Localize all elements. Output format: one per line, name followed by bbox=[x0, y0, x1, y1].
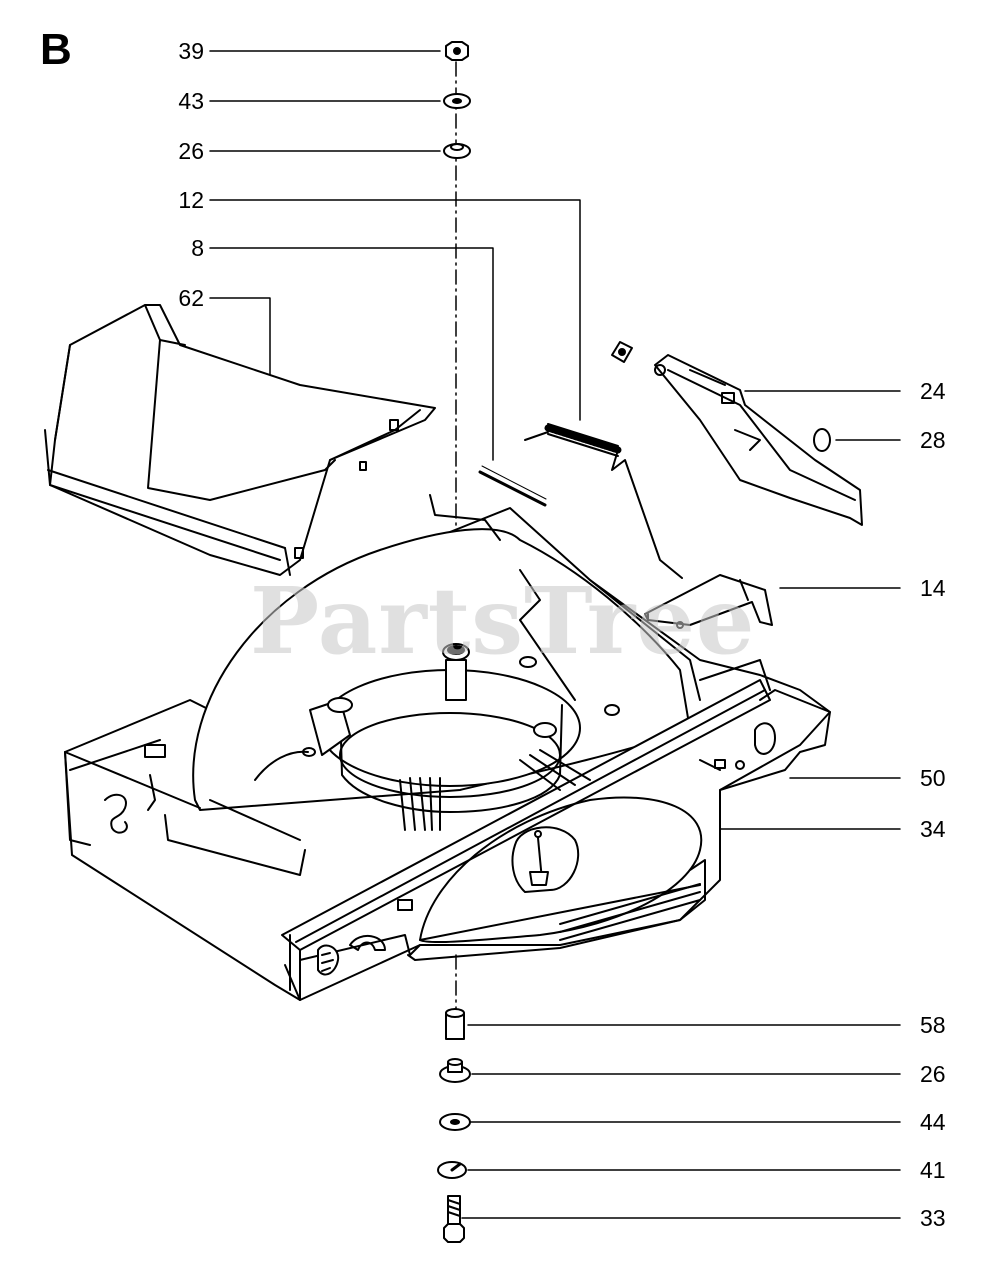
callout-34: 34 bbox=[920, 816, 946, 842]
bolt-part-33 bbox=[443, 1195, 465, 1243]
deck-housing-part-50 bbox=[64, 494, 831, 1001]
leader-lines-left bbox=[209, 50, 581, 461]
callout-50: 50 bbox=[920, 765, 946, 791]
rod-part-8 bbox=[478, 465, 547, 507]
spring-part-12 bbox=[524, 423, 683, 579]
callout-8: 8 bbox=[191, 235, 204, 261]
callout-14: 14 bbox=[920, 575, 946, 601]
washer-part-26-top bbox=[443, 143, 471, 159]
callout-41: 41 bbox=[920, 1157, 946, 1183]
callout-24: 24 bbox=[920, 378, 946, 404]
callout-28: 28 bbox=[920, 427, 946, 453]
chute-lever-part-24 bbox=[654, 354, 863, 526]
section-label: B bbox=[40, 25, 72, 74]
callout-33: 33 bbox=[920, 1205, 946, 1231]
callout-58: 58 bbox=[920, 1012, 946, 1038]
callout-26-top: 26 bbox=[178, 138, 204, 164]
bracket-part-14 bbox=[644, 574, 773, 629]
washer-part-26-bottom bbox=[439, 1058, 471, 1083]
callout-39: 39 bbox=[178, 38, 204, 64]
lock-washer-part-41 bbox=[437, 1161, 467, 1179]
watermark-text: PartsTree bbox=[250, 567, 756, 675]
leader-lines-right bbox=[461, 390, 901, 1219]
washer-part-43 bbox=[443, 93, 471, 109]
washer-part-44 bbox=[439, 1113, 471, 1131]
spacer-part-58 bbox=[445, 1008, 465, 1040]
rear-flap-part-62 bbox=[44, 304, 436, 576]
callout-12: 12 bbox=[178, 187, 204, 213]
small-bushing-part bbox=[611, 341, 633, 363]
washer-part-28 bbox=[813, 428, 831, 452]
callout-62: 62 bbox=[178, 285, 204, 311]
nut-part-39 bbox=[445, 41, 469, 61]
callout-26-bottom: 26 bbox=[920, 1061, 946, 1087]
callout-44: 44 bbox=[920, 1109, 946, 1135]
callout-43: 43 bbox=[178, 88, 204, 114]
